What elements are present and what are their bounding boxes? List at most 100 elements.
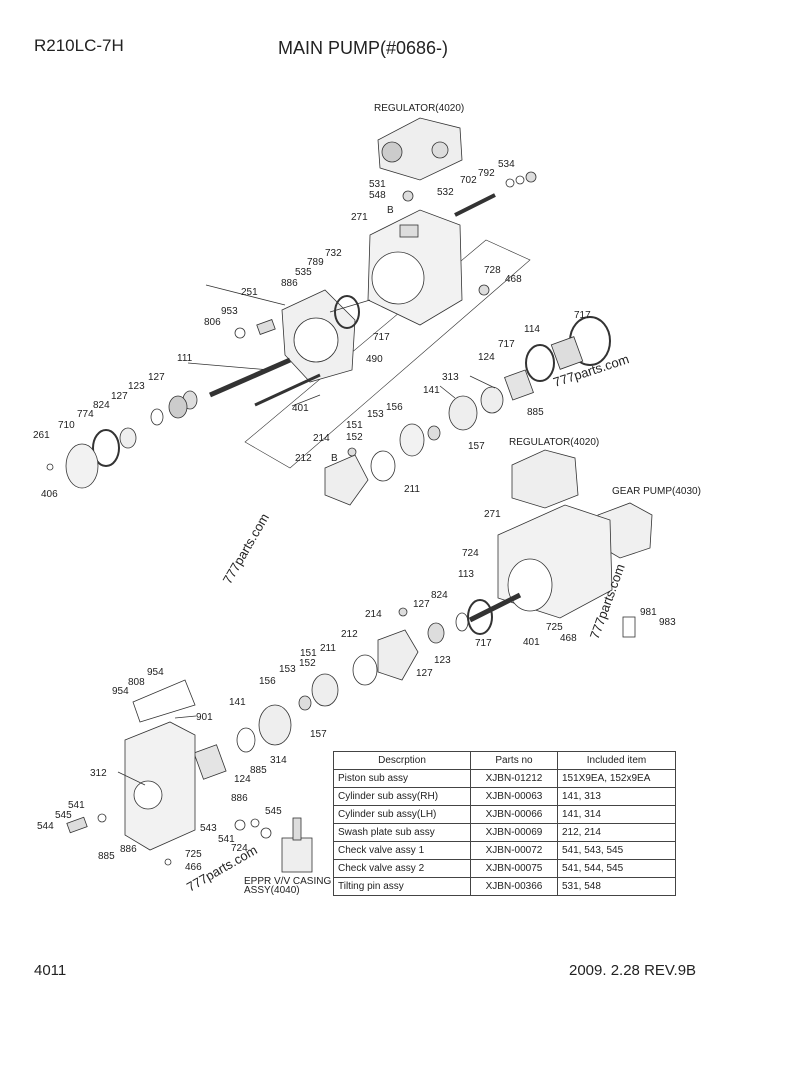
part-label: 141 [423, 385, 440, 396]
part-label: 981 [640, 607, 657, 618]
part-label: 535 [295, 267, 312, 278]
part-label: 468 [505, 274, 522, 285]
part-label: 732 [325, 248, 342, 259]
part-label: 401 [523, 637, 540, 648]
table-cell: 541, 544, 545 [557, 859, 676, 878]
part-label: 792 [478, 168, 495, 179]
part-label: 312 [90, 768, 107, 779]
pump-housing-lower [497, 504, 613, 619]
part-label: 212 [295, 453, 312, 464]
table-cell: 212, 214 [557, 823, 676, 842]
part-label: 774 [77, 409, 94, 420]
part-label: 406 [41, 489, 58, 500]
part-label: 127 [413, 599, 430, 610]
part-label: 541 [218, 834, 235, 845]
part-label: 127 [148, 372, 165, 383]
part-label: 157 [468, 441, 485, 452]
part-label: 123 [434, 655, 451, 666]
part-label: 717 [498, 339, 515, 350]
part-label: 717 [475, 638, 492, 649]
part-label: 824 [431, 590, 448, 601]
part-label: 808 [128, 677, 145, 688]
part-label: 152 [346, 432, 363, 443]
part-label: 724 [462, 548, 479, 559]
part-label: 123 [128, 381, 145, 392]
part-label: 124 [234, 774, 251, 785]
part-label: 725 [546, 622, 563, 633]
view-marker: B [331, 453, 338, 464]
pump-housing-upper [367, 209, 463, 326]
view-marker: B [387, 205, 394, 216]
part-label: 151 [346, 420, 363, 431]
part-label: 532 [437, 187, 454, 198]
table-header-row: Descrption Parts no Included item [333, 751, 676, 770]
part-label: 271 [484, 509, 501, 520]
part-label: 211 [404, 484, 420, 495]
part-label: 534 [498, 159, 515, 170]
table-cell: XJBN-00366 [470, 877, 558, 896]
flange-cover [281, 289, 356, 383]
model-code: R210LC-7H [34, 36, 124, 55]
part-label: 141 [229, 697, 246, 708]
part-label: 954 [112, 686, 129, 697]
table-cell: Piston sub assy [333, 769, 471, 788]
part-label: 114 [524, 324, 540, 335]
table-cell: Tilting pin assy [333, 877, 471, 896]
part-label: 124 [478, 352, 495, 363]
part-label: 901 [196, 712, 213, 723]
column-header: Included item [557, 751, 676, 770]
part-label: 113 [458, 569, 474, 580]
part-label: 885 [250, 765, 267, 776]
part-label: 314 [270, 755, 287, 766]
table-cell: Check valve assy 2 [333, 859, 471, 878]
part-label: 724 [231, 843, 248, 854]
revision-date: 2009. 2.28 REV.9B [569, 962, 697, 979]
column-header: Descrption [333, 751, 471, 770]
part-label: 313 [442, 372, 459, 383]
part-label: 543 [200, 823, 217, 834]
part-label: 548 [369, 190, 386, 201]
part-label: 717 [373, 332, 390, 343]
regulator-callout: REGULATOR(4020) [374, 103, 464, 114]
eppr-callout: ASSY(4040) [244, 885, 300, 896]
part-label: 151 [300, 648, 317, 659]
column-header: Parts no [470, 751, 558, 770]
table-cell: XJBN-01212 [470, 769, 558, 788]
part-label: 886 [120, 844, 137, 855]
table-cell: 541, 543, 545 [557, 841, 676, 860]
part-callouts-upper: 534 792 702 532 531 548 271 732 789 728 … [33, 159, 591, 500]
eppr-callout: EPPR V/V CASING [244, 876, 331, 887]
part-label: 214 [365, 609, 382, 620]
part-label: 156 [259, 676, 276, 687]
page-number: 4011 [34, 962, 67, 979]
part-label: 717 [574, 310, 591, 321]
part-label: 153 [279, 664, 296, 675]
gear-pump-callout: GEAR PUMP(4030) [612, 486, 701, 497]
table-cell: 141, 314 [557, 805, 676, 824]
part-label: 468 [560, 633, 577, 644]
part-label: 983 [659, 617, 676, 628]
table-cell: 141, 313 [557, 787, 676, 806]
part-label: 153 [367, 409, 384, 420]
table-cell: 151X9EA, 152x9EA [557, 769, 676, 788]
part-label: 545 [55, 810, 72, 821]
part-label: 211 [320, 643, 336, 654]
part-label: 212 [341, 629, 358, 640]
sub-assembly-table: Descrption Parts no Included item Piston… [333, 751, 676, 896]
part-label: 261 [33, 430, 50, 441]
part-label: 824 [93, 400, 110, 411]
table-cell: XJBN-00066 [470, 805, 558, 824]
page-title: MAIN PUMP(#0686-) [278, 38, 449, 58]
part-label: 127 [416, 668, 433, 679]
part-label: 157 [310, 729, 327, 740]
part-label: 490 [366, 354, 383, 365]
part-label: 886 [281, 278, 298, 289]
part-label: 885 [527, 407, 544, 418]
regulator-upper [377, 117, 463, 181]
